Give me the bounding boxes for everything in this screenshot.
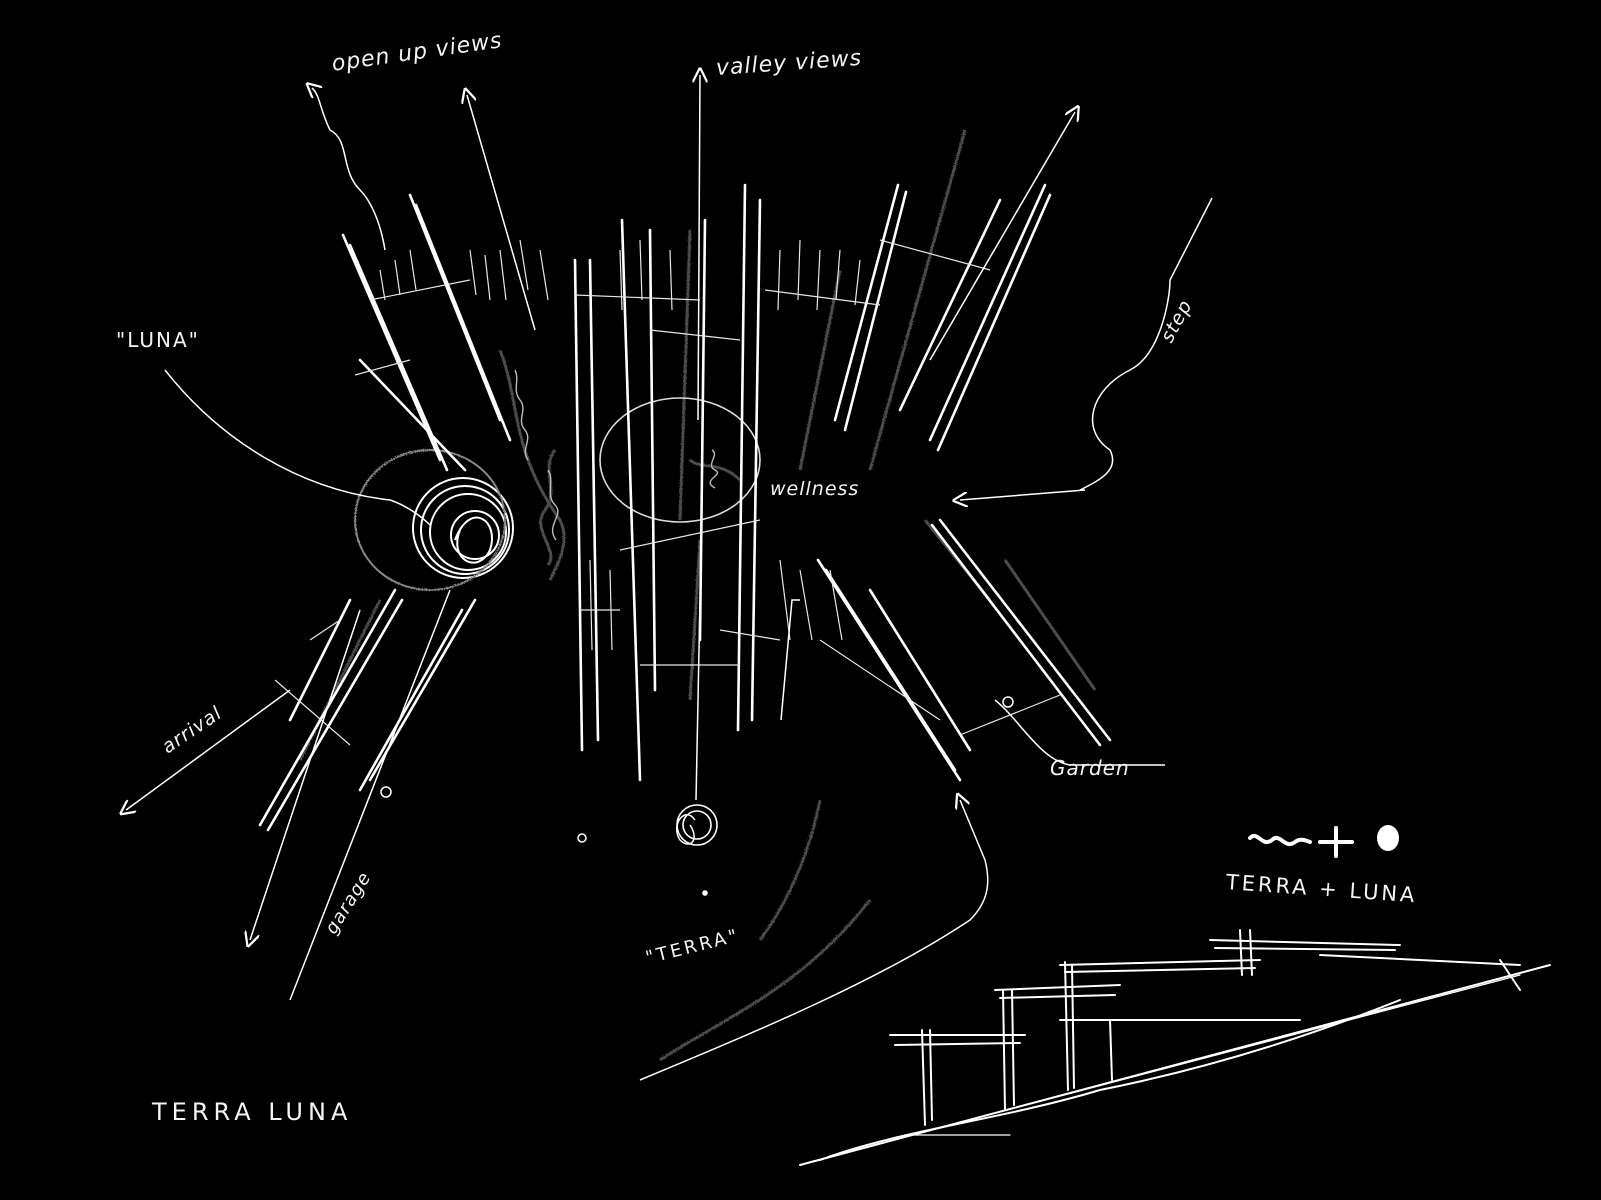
elevation-sketch — [799, 929, 1551, 1166]
sketch-title: TERRA LUNA — [152, 1098, 353, 1126]
label-garden: Garden — [1050, 756, 1130, 780]
label-wellness: wellness — [770, 478, 860, 500]
radiating-walls — [258, 183, 1112, 832]
leader-arrows — [126, 75, 1213, 1081]
terra-plus-luna-logo-icon — [1248, 825, 1399, 858]
tick-marks — [274, 239, 1061, 746]
wellness-circle — [599, 397, 761, 523]
chalk-hatching — [298, 129, 1097, 1062]
terra-circle — [676, 804, 718, 896]
luna-circle-cluster — [354, 449, 514, 591]
label-luna: "LUNA" — [116, 328, 200, 352]
squiggles — [514, 369, 718, 541]
